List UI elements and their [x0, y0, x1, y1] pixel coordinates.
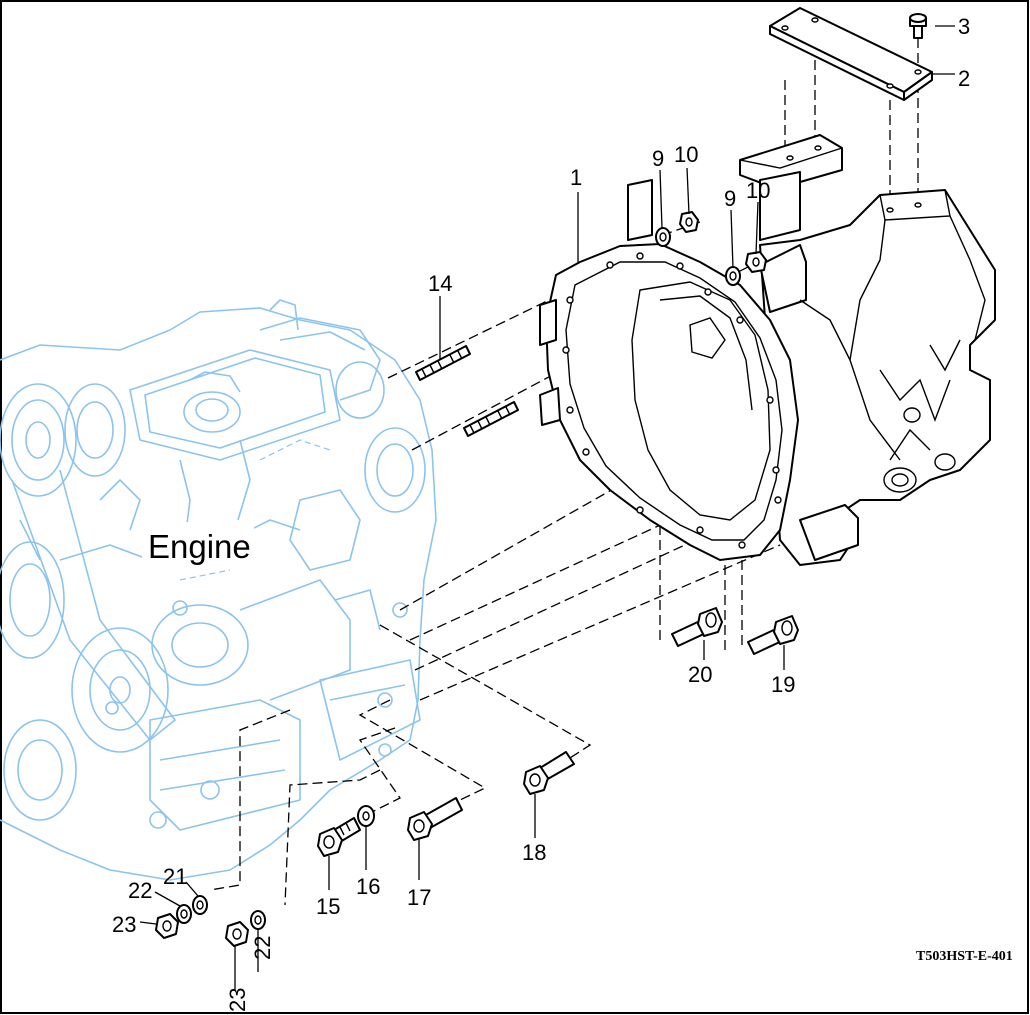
diagram-code: T503HST-E-401 — [916, 949, 1013, 964]
callout-20: 20 — [688, 662, 712, 687]
callout-10-lower: 10 — [746, 178, 770, 203]
callout-15: 15 — [316, 894, 340, 919]
callout-23-left: 23 — [112, 912, 136, 937]
plate-part — [769, 7, 933, 101]
stud-bolts — [415, 345, 519, 437]
callout-22-bottom: 22 — [250, 936, 275, 960]
callout-17: 17 — [407, 885, 431, 910]
callout-18: 18 — [522, 840, 546, 865]
bolt-18 — [523, 751, 575, 795]
callout-19: 19 — [771, 672, 795, 697]
mount-bracket — [739, 134, 843, 241]
callout-23-bottom: 23 — [225, 988, 250, 1012]
flywheel-housing — [539, 179, 996, 566]
engine-illustration — [0, 299, 437, 881]
bolt-15 — [317, 817, 361, 857]
leader-lines — [139, 25, 955, 990]
callout-3: 3 — [958, 14, 970, 39]
callout-numbers: 1 2 3 9 10 9 10 14 20 19 18 17 15 16 21 … — [112, 14, 970, 1012]
nut-washer-set-bottom — [225, 910, 266, 947]
bolt-19 — [747, 615, 799, 655]
callout-14: 14 — [428, 271, 452, 296]
engine-label-bg — [142, 522, 254, 568]
callout-10-upper: 10 — [674, 142, 698, 167]
callout-16: 16 — [356, 874, 380, 899]
nut-washer-set-left — [155, 895, 208, 939]
engine-label: Engine — [148, 528, 251, 565]
bolt-17 — [407, 797, 463, 841]
callout-22-left: 22 — [128, 878, 152, 903]
washer-16 — [357, 805, 375, 827]
washer-nut-set-upper — [655, 211, 767, 286]
callout-2: 2 — [958, 66, 970, 91]
plate-bolt — [909, 13, 927, 39]
callout-9-upper: 9 — [652, 146, 664, 171]
callout-21: 21 — [163, 864, 187, 889]
callout-9-lower: 9 — [724, 186, 736, 211]
callout-1: 1 — [570, 165, 582, 190]
bolt-20 — [671, 607, 723, 647]
